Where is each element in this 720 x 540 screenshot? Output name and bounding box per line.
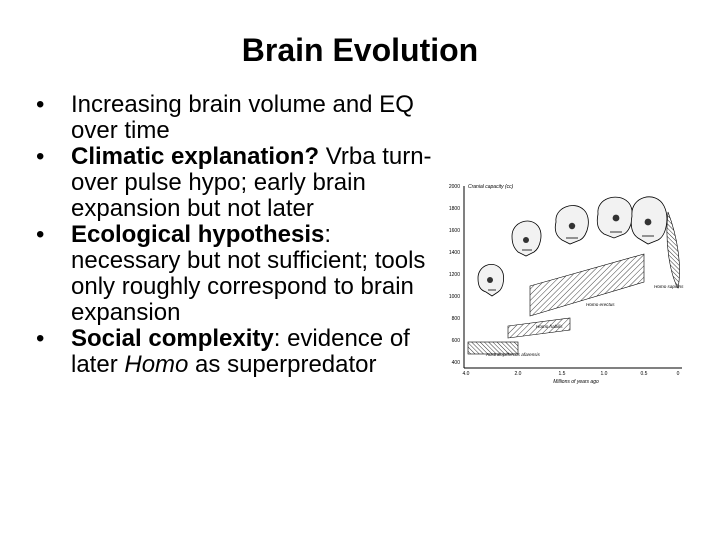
x-tick-label: 0 bbox=[677, 371, 680, 377]
afarensis-label: Australopithecus afarensis bbox=[485, 352, 541, 357]
bullet-text: : evidence of later bbox=[71, 325, 410, 378]
erectus-band bbox=[529, 253, 645, 317]
bullet-dot: • bbox=[36, 91, 45, 118]
afarensis-band bbox=[467, 341, 519, 355]
x-tick-label: 4.0 bbox=[463, 371, 470, 377]
y-tick-label: 1800 bbox=[449, 206, 460, 212]
habilis-band bbox=[507, 317, 571, 339]
habilis-label: Homo habilis bbox=[536, 324, 563, 329]
skull-icon-erectus bbox=[554, 205, 589, 245]
y-tick-label: 800 bbox=[452, 316, 461, 322]
skull-icon-sapiens bbox=[630, 196, 668, 245]
bullet-dot: • bbox=[36, 325, 45, 352]
bullet-text: as superpredator bbox=[188, 351, 377, 378]
slide-title: Brain Evolution bbox=[241, 32, 479, 68]
y-tick-label: 1200 bbox=[449, 272, 460, 278]
skull-icon-habilis bbox=[511, 220, 542, 257]
x-tick-label: 0.5 bbox=[641, 371, 648, 377]
bullet-italic: Homo bbox=[124, 351, 189, 378]
y-tick-label: 400 bbox=[452, 360, 461, 366]
brain-volume-svg: 2000 1800 1600 1400 1200 1000 800 600 40… bbox=[449, 184, 684, 385]
brain-volume-figure: 2000 1800 1600 1400 1200 1000 800 600 40… bbox=[426, 178, 686, 386]
skull-icon-archaic bbox=[596, 196, 633, 239]
y-tick-label: 2000 bbox=[449, 184, 460, 190]
sapiens-label: Homo sapiens bbox=[654, 284, 684, 289]
bullet-item: • Increasing brain volume and EQ over ti… bbox=[36, 92, 436, 144]
bullet-list: • Increasing brain volume and EQ over ti… bbox=[36, 92, 436, 378]
x-axis-title: Millions of years ago bbox=[553, 379, 599, 385]
bullet-dot: • bbox=[36, 221, 45, 248]
bullet-text: Increasing brain volume and EQ over time bbox=[71, 91, 414, 144]
y-axis-title: Cranial capacity (cc) bbox=[468, 184, 514, 190]
bullet-item: • Ecological hypothesis: necessary but n… bbox=[36, 222, 436, 326]
bullet-lead: Social complexity bbox=[71, 325, 274, 352]
x-tick-label: 1.0 bbox=[601, 371, 608, 377]
y-tick-label: 1600 bbox=[449, 228, 460, 234]
bullet-lead: Climatic explanation? bbox=[71, 143, 320, 170]
bullet-text: : necessary but not sufficient; tools on… bbox=[71, 221, 426, 326]
y-tick-label: 600 bbox=[452, 338, 461, 344]
bullet-dot: • bbox=[36, 143, 45, 170]
sapiens-band bbox=[666, 211, 680, 289]
y-tick-label: 1400 bbox=[449, 250, 460, 256]
y-tick-label: 1000 bbox=[449, 294, 460, 300]
skull-icon-australopith bbox=[477, 264, 504, 297]
bullet-item: • Climatic explanation? Vrba turn-over p… bbox=[36, 144, 436, 222]
bullet-item: • Social complexity: evidence of later H… bbox=[36, 326, 436, 378]
bullet-text: Vrba turn-over pulse hypo; early brain e… bbox=[71, 143, 432, 222]
x-tick-label: 1.5 bbox=[559, 371, 566, 377]
x-tick-label: 2.0 bbox=[515, 371, 522, 377]
erectus-label: Homo erectus bbox=[586, 302, 615, 307]
bullet-lead: Ecological hypothesis bbox=[71, 221, 325, 248]
